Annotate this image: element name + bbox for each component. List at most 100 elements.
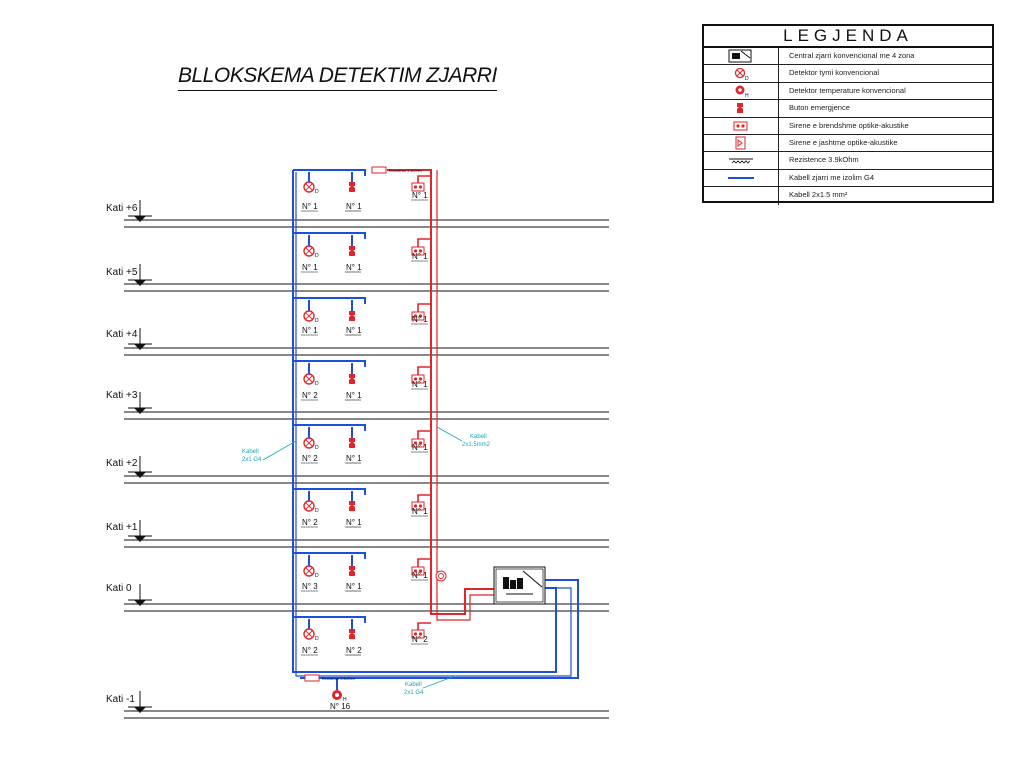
legend-row: Kabell 2x1.5 mm² (704, 187, 992, 205)
fire-control-panel-icon (728, 49, 752, 63)
siren-count: N° 1 (412, 252, 428, 261)
button-count: N° 1 (346, 454, 362, 463)
blue-cable (293, 360, 366, 367)
floor-label: Kati +6 (106, 203, 138, 214)
floor-label: Kati +1 (106, 522, 138, 533)
floor-label: Kati +3 (106, 390, 138, 401)
legend-label: Sirene e brendshme optike-akustike (789, 120, 909, 130)
cable-annotation: 2x1.5mm2 (462, 442, 491, 448)
blue-cable (293, 232, 366, 239)
blue-main-riser (295, 172, 572, 677)
level-marker-icon (128, 328, 152, 350)
siren-count: N° 1 (412, 191, 428, 200)
button-count: N° 1 (346, 518, 362, 527)
red-cable (417, 303, 431, 312)
smoke-detector-icon: D (303, 500, 319, 514)
legend-label: Rezistence 3.9kOhm (789, 155, 859, 165)
legend-symbol: D (704, 65, 779, 82)
diagram-title-wrap: BLLOKSKEMA DETEKTIM ZJARRI (178, 64, 497, 91)
button-count: N° 1 (346, 326, 362, 335)
floor-label: Kati +5 (106, 267, 138, 278)
legend-symbol (704, 48, 779, 65)
detector-count: N° 2 (302, 391, 318, 400)
red-cable (417, 558, 431, 567)
floor-label: Kati -1 (106, 694, 135, 705)
level-marker-icon (128, 392, 152, 414)
legend-label: Buton emergjence (789, 103, 850, 113)
detector-count: N° 2 (302, 454, 318, 463)
indoor-siren-icon (411, 501, 425, 511)
legend-label: Kabell 2x1.5 mm² (789, 190, 848, 200)
blue-cable (293, 552, 366, 559)
legend-row: H Detektor temperature konvencional (704, 82, 992, 101)
legend-symbol (704, 117, 779, 134)
legend-label: Detektor tymi konvencional (789, 68, 880, 78)
svg-text:D: D (315, 318, 319, 324)
level-marker-icon (128, 200, 152, 222)
resistor-label: Rezistence 3.9kOhm (322, 677, 355, 681)
legend-symbol (704, 169, 779, 187)
smoke-detector-icon: D (303, 565, 319, 579)
leader-line (436, 426, 463, 442)
blue-cable (293, 488, 366, 495)
level-marker-icon (128, 691, 152, 713)
legend-row: Buton emergjence (704, 100, 992, 118)
siren-count: N° 1 (412, 380, 428, 389)
legend-row: D Detektor tymi konvencional (704, 65, 992, 83)
detector-count: N° 2 (302, 646, 318, 655)
floor-label: Kati +4 (106, 329, 138, 340)
emergency-button-icon (349, 246, 355, 256)
indoor-siren-icon (411, 629, 425, 639)
red-cable (417, 366, 431, 375)
blue-cable (293, 169, 366, 176)
detector-count: N° 2 (302, 518, 318, 527)
siren-count: N° 1 (412, 315, 428, 324)
emergency-button-icon (737, 103, 743, 114)
svg-text:D: D (315, 189, 319, 195)
legend-table: LEGJENDA Central zjarri konvencional me … (702, 24, 994, 205)
legend-label: Detektor temperature konvencional (789, 85, 906, 95)
red-main-riser (387, 169, 494, 615)
blue-cable (293, 424, 366, 431)
wiring-layer (292, 169, 579, 690)
legend-symbol: H (704, 82, 779, 100)
outdoor-siren-icon (735, 136, 746, 150)
red-main-riser (436, 170, 494, 621)
red-cable (417, 175, 431, 183)
indoor-siren-icon (411, 311, 425, 321)
fire-control-panel-icon (493, 566, 546, 605)
legend-title: LEGJENDA (704, 26, 992, 48)
legend-label: Sirene e jashtme optike-akustike (789, 137, 898, 147)
smoke-detector-icon: D (303, 437, 319, 451)
smoke-detector-icon: D (734, 67, 749, 81)
smoke-detector-icon: D (303, 628, 319, 642)
emergency-button-icon (349, 182, 355, 192)
svg-text:D: D (315, 573, 319, 579)
level-marker-icon (128, 520, 152, 542)
siren-count: N° 1 (412, 507, 428, 516)
legend-row: Sirene e brendshme optike-akustike (704, 117, 992, 135)
blue-cable-line-icon (728, 176, 754, 179)
legend-label: Central zjarri konvencional me 4 zona (789, 51, 915, 60)
heat-detector-icon: H (735, 85, 749, 98)
siren-count: N° 2 (412, 635, 428, 644)
blue-main-riser (300, 579, 579, 679)
emergency-button-icon (349, 566, 355, 576)
floor-lines-layer (124, 200, 609, 719)
svg-text:D: D (745, 76, 749, 81)
indoor-siren-icon (411, 438, 425, 448)
svg-text:D: D (315, 445, 319, 451)
cable-annotation: 2x1 G4 (242, 457, 262, 463)
siren-count: N° 1 (412, 571, 428, 580)
legend-row: Sirene e jashtme optike-akustike (704, 134, 992, 153)
legend-row: Central zjarri konvencional me 4 zona (704, 48, 992, 66)
resistor-label: Rezistence 3.9kOhm (389, 169, 422, 173)
emergency-button-icon (349, 501, 355, 511)
red-cable (417, 622, 431, 630)
cable-annotation: Kabell (242, 449, 259, 455)
heat-detector-icon: H (332, 690, 347, 703)
labels-layer: Kati +6 N° 1 N° 1 N° 1 Kati +5 N° 1 N° 1 N° 1 Ka… (106, 169, 491, 712)
